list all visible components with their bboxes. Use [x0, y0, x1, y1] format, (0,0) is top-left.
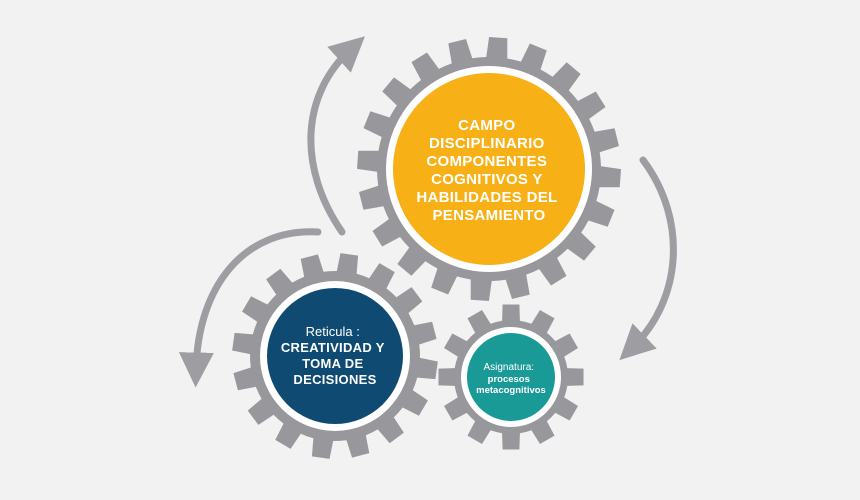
gear-right-line: procesos	[488, 374, 530, 385]
curved-arrow-up-icon	[307, 36, 365, 236]
gear-right: Asignatura: procesos metacognitivos	[438, 304, 584, 450]
gear-large: CAMPO DISCIPLINARIO COMPONENTES COGNITIV…	[357, 37, 621, 301]
gear-right-label: Asignatura:	[483, 362, 534, 373]
gear-left-line: CREATIVIDAD Y	[281, 340, 385, 355]
gear-left-line: DECISIONES	[293, 372, 376, 387]
gear-large-line: CAMPO	[458, 117, 515, 134]
gear-right-circle	[467, 333, 555, 421]
gear-large-line: PENSAMIENTO	[432, 207, 545, 224]
gear-large-line: COMPONENTES	[426, 153, 547, 170]
gear-large-line: DISCIPLINARIO	[429, 135, 545, 152]
gear-left-label: Reticula :	[306, 324, 360, 339]
gear-large-line: HABILIDADES DEL	[416, 189, 557, 206]
gear-large-text: CAMPO DISCIPLINARIO COMPONENTES COGNITIV…	[416, 117, 561, 224]
gear-large-circle	[393, 73, 585, 265]
gear-right-line: metacognitivos	[476, 385, 546, 396]
gear-large-line: COGNITIVOS Y	[431, 171, 542, 188]
gear-left-line: TOMA DE	[302, 356, 363, 371]
gear-left-text: Reticula : CREATIVIDAD Y TOMA DE DECISIO…	[281, 323, 389, 387]
curved-arrow-down-left-icon	[178, 228, 322, 388]
gear-left-circle	[267, 288, 403, 424]
curved-arrow-down-right-icon	[619, 156, 677, 361]
gear-right-text: Asignatura: procesos metacognitivos	[476, 357, 546, 396]
gear-left: Reticula : CREATIVIDAD Y TOMA DE DECISIO…	[232, 253, 438, 459]
